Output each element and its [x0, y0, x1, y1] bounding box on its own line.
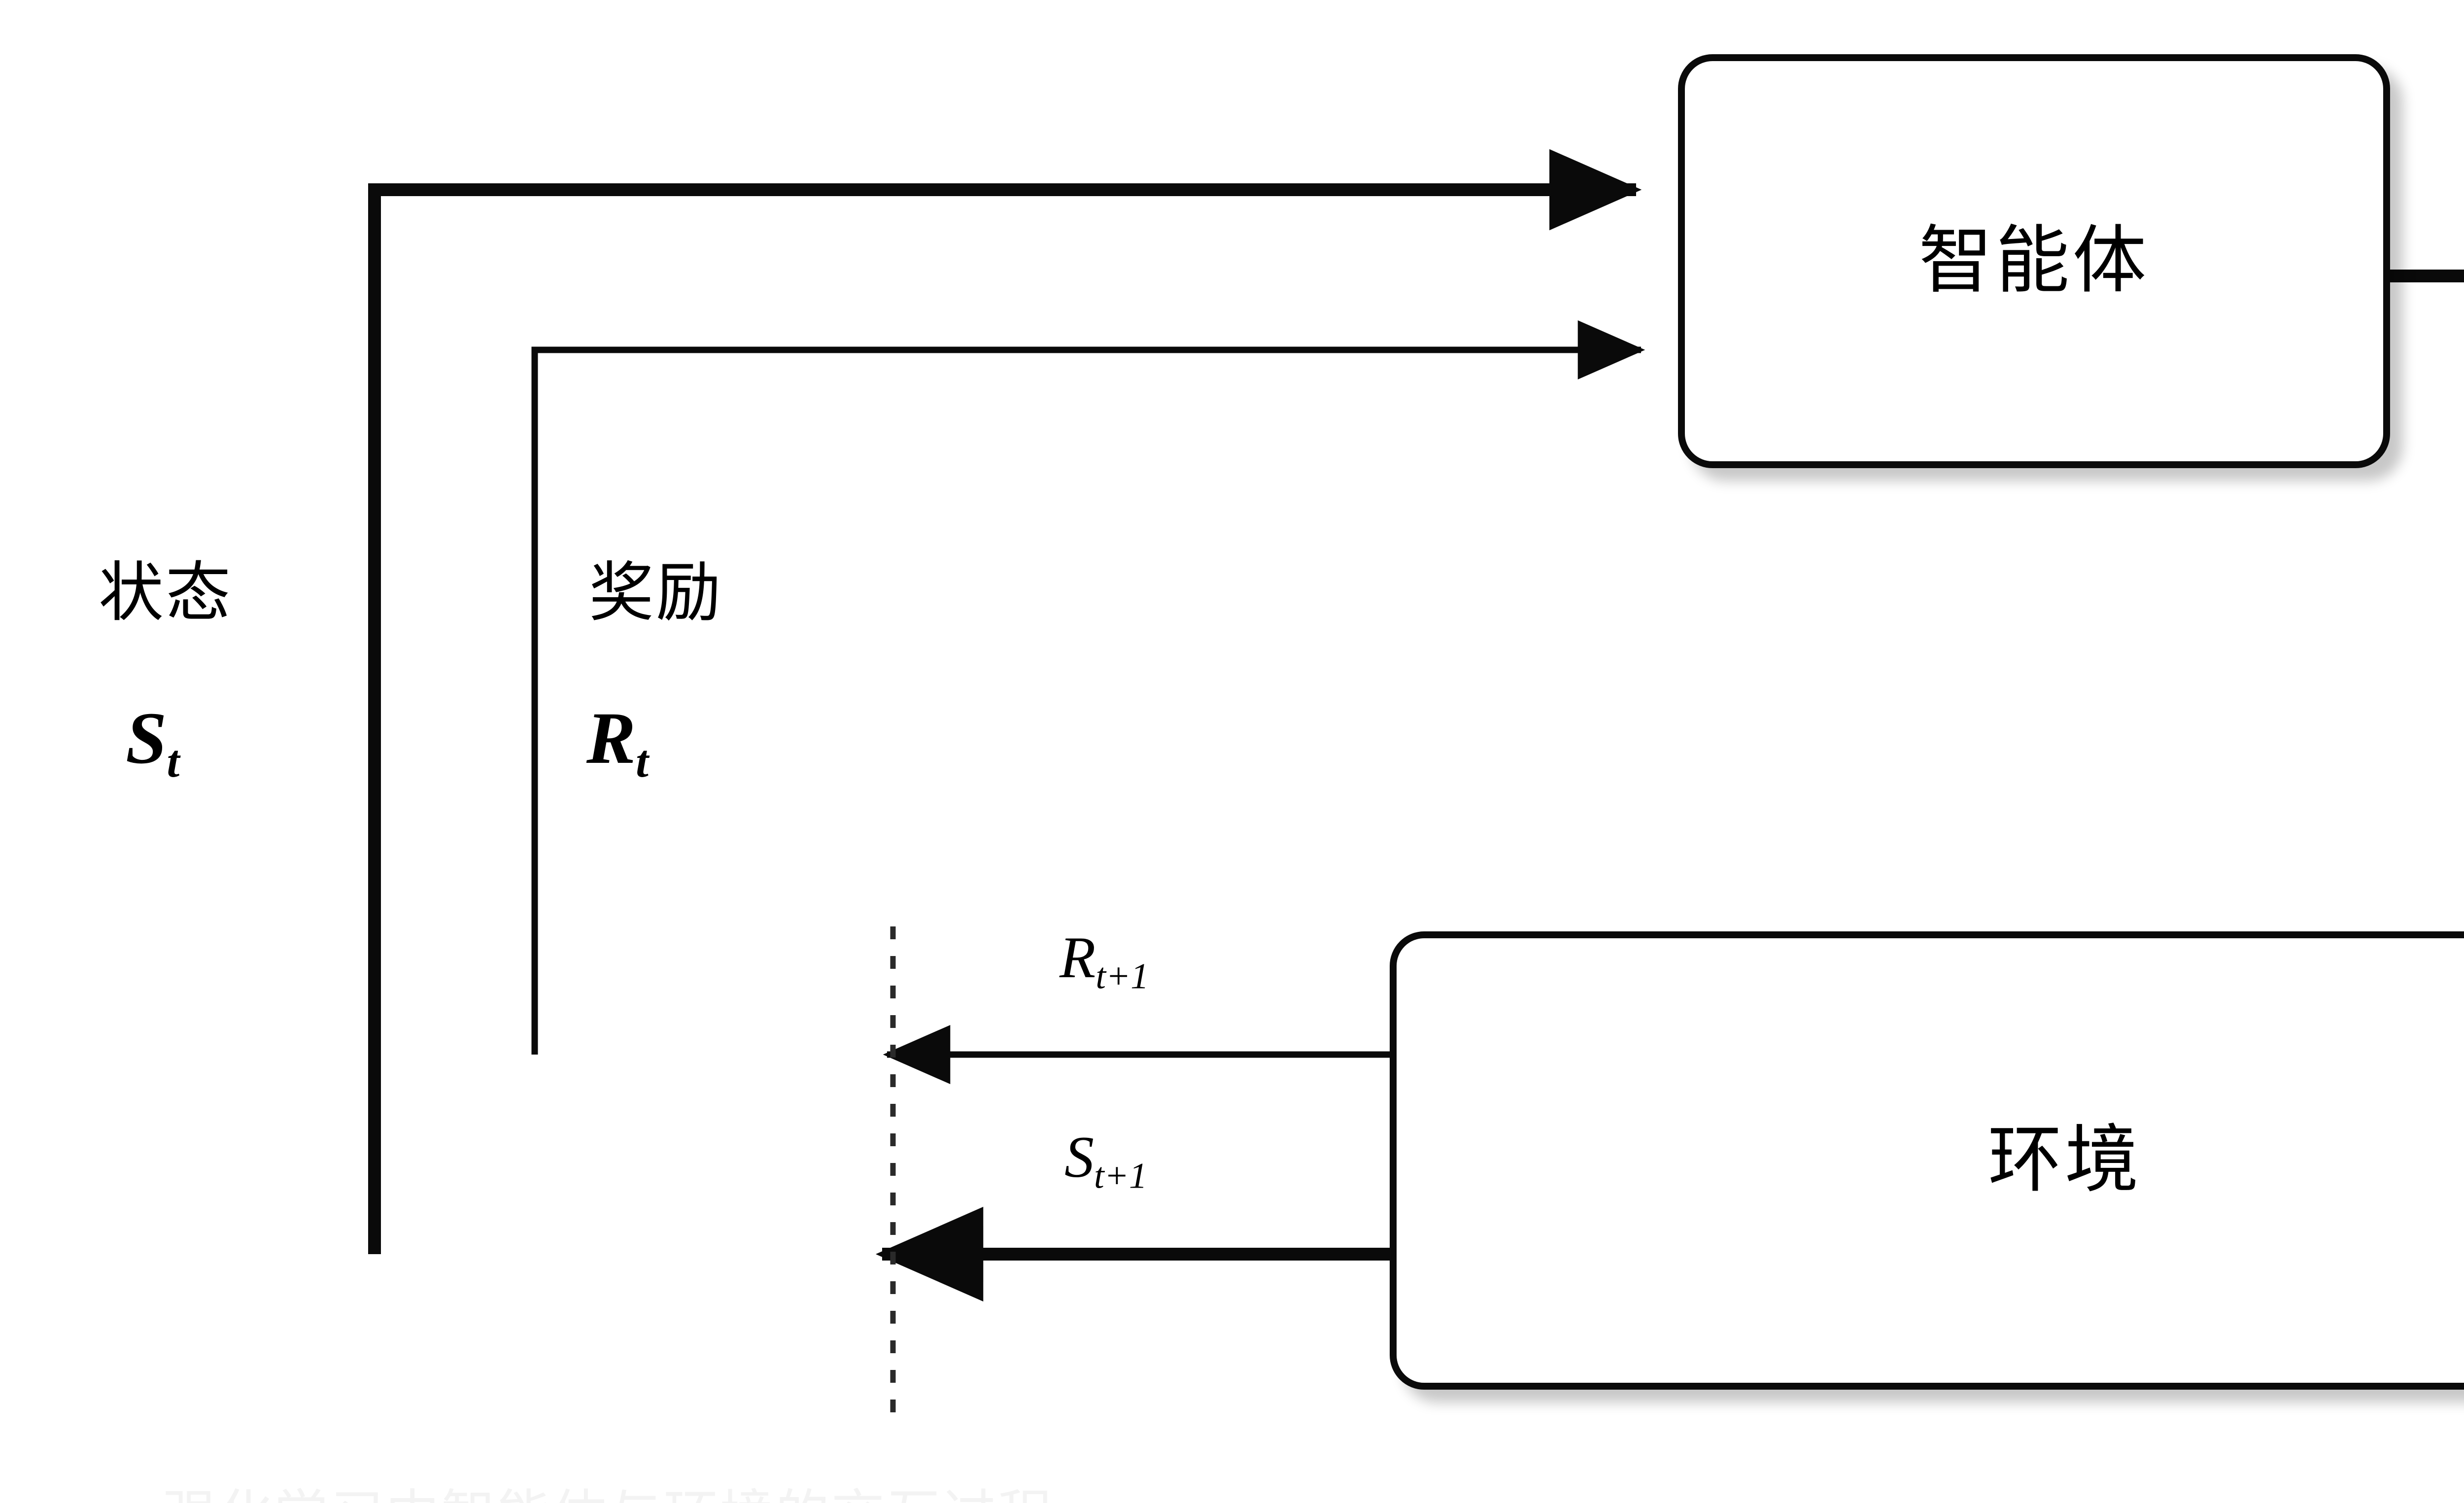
- environment-node-label: 环境: [1987, 1120, 2142, 1201]
- state-symbol-base: S: [126, 697, 167, 779]
- next-reward-symbol: Rt+1: [1060, 924, 1149, 997]
- figure-caption: 强化学习中智能体与环境的交互过程: [163, 1471, 1054, 1503]
- next-state-symbol-base: S: [1064, 1124, 1094, 1190]
- state-edge-cjk-label: 状态: [99, 557, 233, 629]
- reward-symbol-base: R: [586, 697, 636, 779]
- agent-node-label: 智能体: [1918, 220, 2150, 302]
- state-edge-symbol: St: [126, 697, 180, 787]
- state-symbol-subscript: t: [167, 736, 180, 787]
- reward-symbol-subscript: t: [636, 736, 649, 787]
- next-state-symbol-subscript: t+1: [1094, 1156, 1148, 1196]
- state-feedback-path: [368, 149, 1642, 1254]
- reward-edge-cjk-label: 奖励: [589, 557, 723, 629]
- next-reward-symbol-base: R: [1060, 924, 1096, 990]
- agent-node[interactable]: 智能体: [1678, 54, 2390, 468]
- environment-node[interactable]: 环境: [1390, 931, 2464, 1390]
- next-state-symbol: St+1: [1064, 1124, 1148, 1196]
- reward-feedback-path: [531, 320, 1645, 1055]
- next-reward-symbol-subscript: t+1: [1095, 956, 1149, 997]
- reward-edge-symbol: Rt: [586, 697, 649, 787]
